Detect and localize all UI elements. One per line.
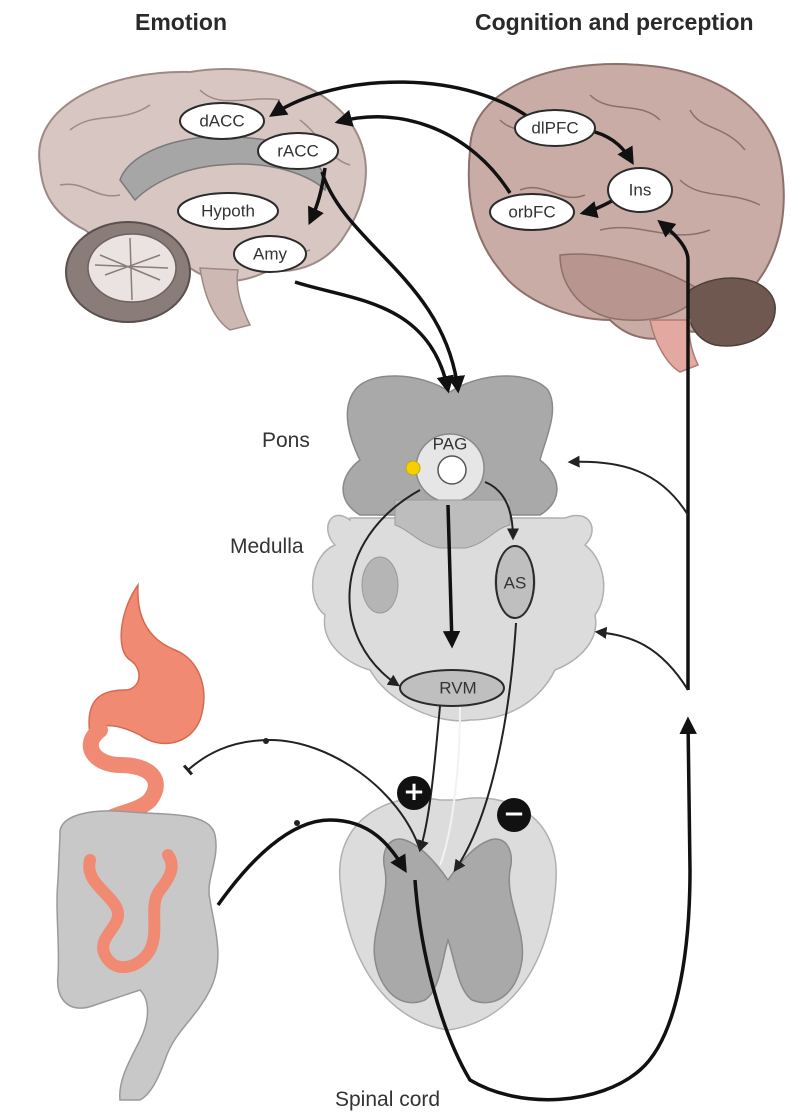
dacc-label: dACC (199, 111, 244, 130)
amy-label: Amy (253, 244, 288, 263)
facilitation-sign: + (397, 776, 431, 810)
pons-label: Pons (262, 429, 310, 452)
ascending-to-medulla-arrow (597, 632, 688, 690)
plus-sign-label: + (403, 777, 425, 807)
node-racc: rACC (258, 133, 338, 169)
node-pag: PAG (433, 434, 468, 453)
inhibition-sign: − (497, 798, 531, 832)
ins-label: Ins (629, 180, 652, 199)
minus-sign-label: − (503, 799, 525, 829)
rvm-label: RVM (439, 678, 476, 697)
cerebellum (66, 222, 190, 322)
node-dlpfc: dlPFC (515, 110, 595, 146)
pag-label: PAG (433, 434, 468, 453)
amy-to-pag-arrow (295, 282, 448, 390)
node-ins: Ins (608, 168, 672, 212)
cognition-perception-heading: Cognition and perception (475, 9, 754, 35)
node-as: AS (496, 546, 534, 618)
hypoth-label: Hypoth (201, 201, 255, 220)
gut (57, 585, 218, 1100)
node-rvm: RVM (400, 670, 504, 706)
orbfc-label: orbFC (508, 202, 555, 221)
racc-label: rACC (277, 141, 319, 160)
node-hypoth: Hypoth (178, 193, 278, 229)
ascending-to-pons-arrow (570, 462, 688, 515)
spinal-cord-label: Spinal cord (335, 1088, 440, 1111)
node-orbfc: orbFC (490, 194, 574, 230)
node-amy: Amy (234, 236, 306, 272)
as-label: AS (504, 573, 527, 592)
pag-highlight (406, 461, 420, 475)
dlpfc-label: dlPFC (531, 118, 578, 137)
node-dacc: dACC (180, 103, 264, 139)
emotion-heading: Emotion (135, 9, 227, 35)
medulla-label: Medulla (230, 535, 304, 558)
